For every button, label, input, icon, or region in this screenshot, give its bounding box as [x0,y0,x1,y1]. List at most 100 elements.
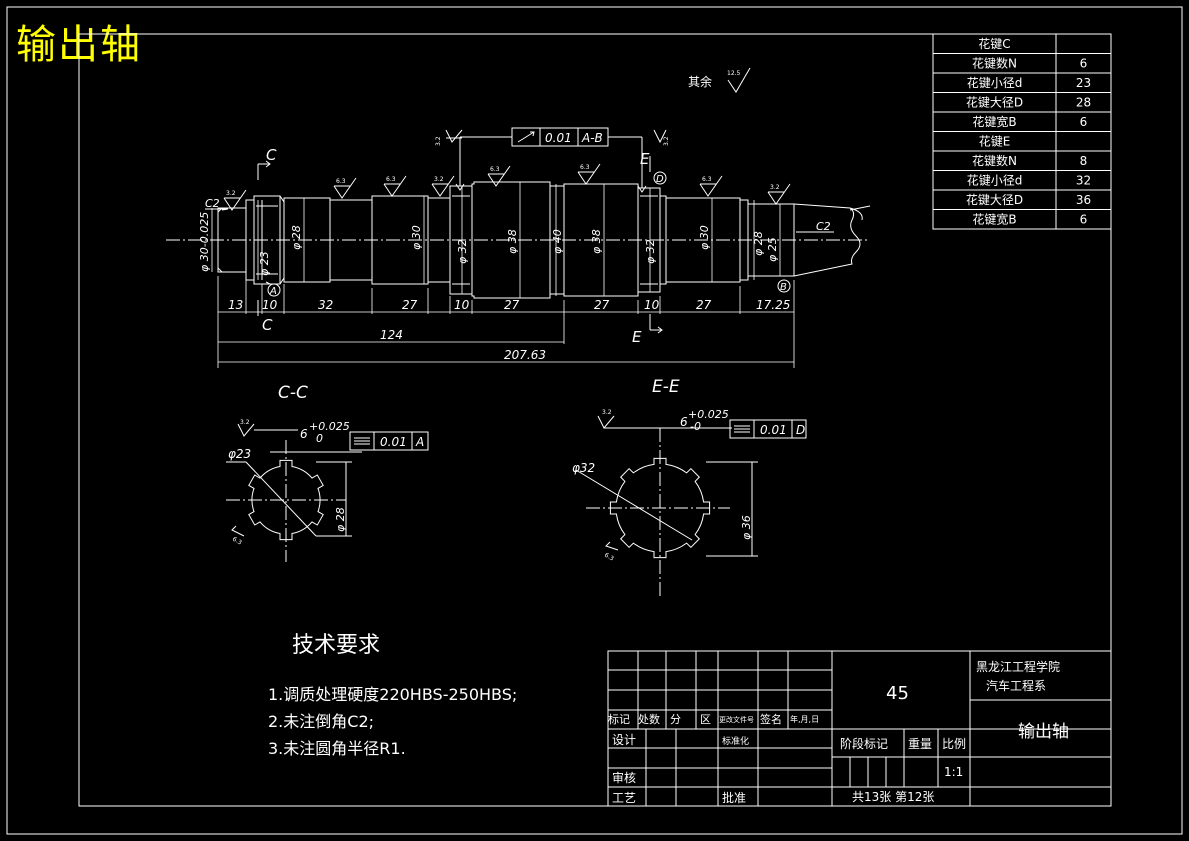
svg-text:1:1: 1:1 [944,765,963,779]
svg-text:工艺: 工艺 [612,791,636,805]
title-block-text: 标记 处数 分 区 更改文件号 签名 年,月,日 设计 标准化 审核 工艺 批准… [608,659,1069,805]
spline-param-label: 花键小径d [967,173,1023,188]
section-cc-title: C-C [278,383,308,403]
spline-param-label: 花键大径D [966,95,1023,110]
svg-text:审核: 审核 [612,770,636,785]
roughness-symbol: 6.3 [487,165,511,187]
svg-text:φ 32: φ 32 [644,239,657,264]
svg-text:3.2: 3.2 [663,136,670,146]
cc-width: 6 [300,427,308,441]
svg-text:年,月,日: 年,月,日 [790,714,819,724]
section-e-top: E [640,150,650,168]
svg-text:其余: 其余 [688,74,712,89]
cc-frame-datum: A [415,435,424,449]
runout-datum: A-B [581,131,603,145]
svg-text:比例: 比例 [942,737,966,751]
spline-param-value: 6 [1080,213,1088,227]
section-mark-c [257,160,271,316]
tech-req-heading: 技术要求 [292,633,380,658]
svg-text:标记: 标记 [608,712,630,726]
section-c-bottom: C [262,316,273,334]
spline-table-row: 花键E [932,131,1112,152]
svg-text:区: 区 [700,713,711,726]
svg-text:共13张 第12张: 共13张 第12张 [852,790,934,804]
section-ee-title: E-E [652,377,680,397]
svg-text:φ 38: φ 38 [506,229,519,254]
spline-param-label: 花键宽B [972,212,1016,227]
outer-border [6,6,1183,835]
svg-text:27: 27 [504,298,520,312]
spline-param-value: 6 [1080,57,1088,71]
svg-text:φ 40: φ 40 [551,229,564,254]
ee-width: 6 [680,415,688,429]
svg-text:10: 10 [644,298,660,312]
svg-text:27: 27 [696,298,712,312]
tech-req-item-3: 3.未注圆角半径R1. [268,739,406,758]
roughness-value: 6.3 [386,176,396,183]
datum-markers [265,171,791,297]
svg-text:批准: 批准 [722,790,746,805]
svg-text:32: 32 [318,298,333,312]
svg-text:设计: 设计 [612,733,636,747]
svg-text:阶段标记: 阶段标记 [840,736,888,751]
spline-param-value: 28 [1076,96,1091,110]
svg-text:124: 124 [380,328,403,342]
shaft-diameter-dimensions [211,182,781,298]
shaft-diameter-labels: φ 30-0.025 φ 23 φ 28 φ 30 φ 32 φ 38 φ 40… [198,212,779,276]
svg-text:φ 30: φ 30 [410,225,423,250]
spline-param-value: 8 [1080,154,1088,168]
svg-text:45: 45 [886,683,909,704]
spline-param-label: 花键E [979,134,1011,149]
datum-d-label: D [656,174,664,185]
runout-tolerance-frame [455,127,647,193]
roughness-value: 3.2 [226,190,236,197]
svg-text:φ 28: φ 28 [752,231,765,256]
length-dimension-lines [217,276,795,368]
ee-roughness2: 6.3 [603,552,615,563]
ee-frame-datum: D [796,423,805,437]
ee-width-lower: -0 [690,420,701,433]
svg-text:207.63: 207.63 [504,348,546,362]
svg-text:φ 30-0.025: φ 30-0.025 [198,212,211,272]
tech-req-item-1: 1.调质处理硬度220HBS-250HBS; [268,685,517,704]
svg-text:φ 32: φ 32 [456,239,469,264]
title-block [607,650,1112,807]
section-cc-view [226,423,429,562]
svg-text:φ 38: φ 38 [590,229,603,254]
roughness-value: 3.2 [770,184,780,191]
svg-text:10: 10 [262,298,278,312]
spline-table-row: 花键C [932,33,1112,54]
svg-text:重量: 重量 [908,737,932,751]
frame-end-roughness: 3.2 3.2 [435,129,670,146]
roughness-value: 6.3 [580,164,590,171]
inner-border [78,33,1112,807]
roughness-symbol: 3.2 [767,183,791,205]
general-roughness: 其余 12.5 [688,67,751,93]
svg-text:汽车工程系: 汽车工程系 [986,678,1046,693]
shaft-roughness-symbols: 3.2 6.3 6.3 3.2 6.3 6.3 6.3 3.2 [223,163,791,211]
section-e-bottom: E [632,328,642,346]
roughness-value: 6.3 [490,166,500,173]
cc-frame-value: 0.01 [380,435,407,449]
ee-minor: φ32 [572,461,595,475]
roughness-symbol: 6.3 [333,177,357,199]
roughness-value: 6.3 [702,176,712,183]
runout-value: 0.01 [545,131,572,145]
spline-param-label: 花键大径D [966,192,1023,207]
roughness-symbol: 3.2 [431,175,455,197]
spline-table-row: 花键大径D 28 [932,92,1112,113]
spline-param-label: 花键宽B [972,114,1016,129]
svg-text:10: 10 [454,298,470,312]
section-c-top: C [266,146,277,164]
roughness-value: 6.3 [336,178,346,185]
roughness-symbol: 6.3 [577,163,601,185]
spline-param-label: 花键小径d [967,75,1023,90]
cc-major: φ 28 [334,507,347,532]
svg-text:分: 分 [670,713,681,726]
cc-roughness: 3.2 [240,419,250,426]
